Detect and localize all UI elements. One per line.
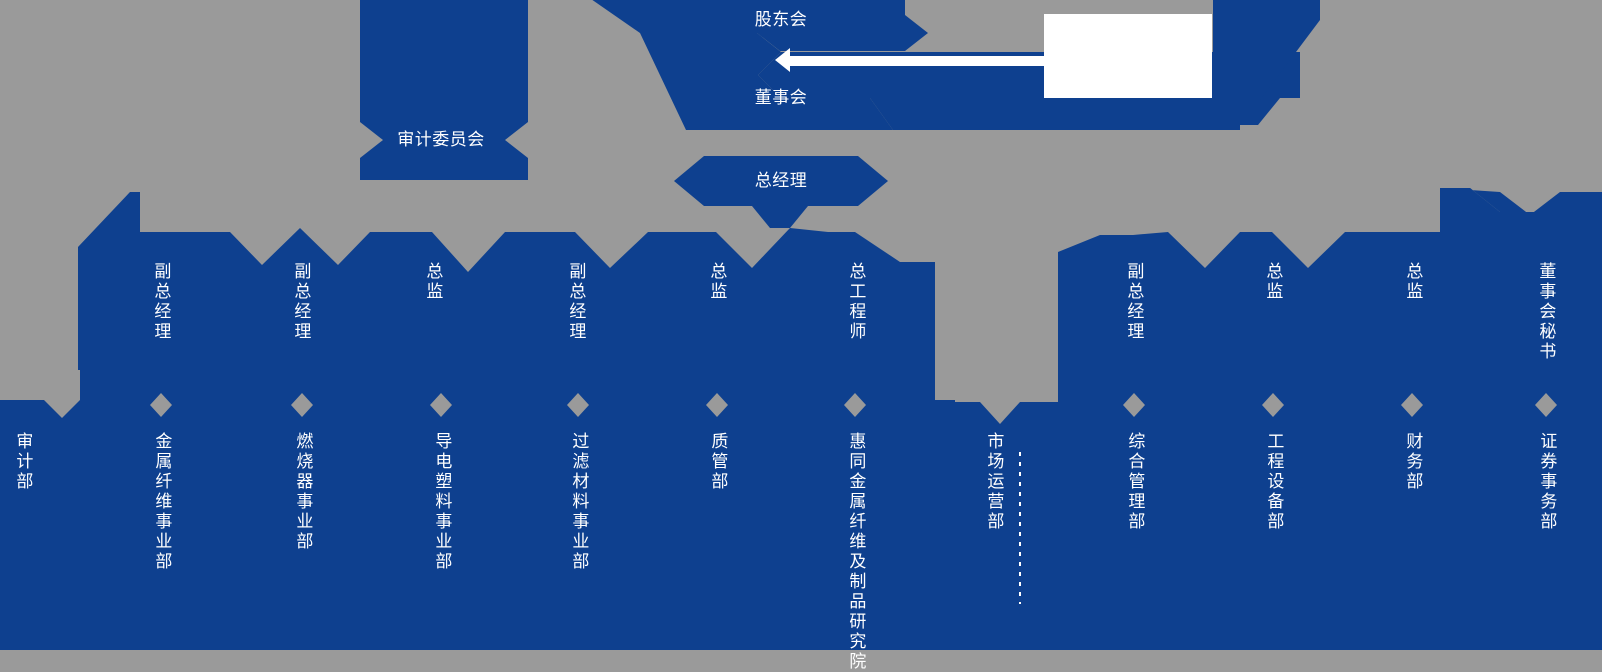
- executive-band-left: [78, 192, 935, 400]
- diamond-burner: [291, 393, 313, 417]
- diamond-admin: [1123, 393, 1145, 417]
- org-chart-shapes: [0, 0, 1602, 650]
- market-ops-gray-column: [955, 250, 1058, 424]
- diamond-quality: [706, 393, 728, 417]
- board-secretary-notch: [1440, 188, 1602, 215]
- diamond-engineering: [1262, 393, 1284, 417]
- diamond-cond-plastic: [430, 393, 452, 417]
- diamond-filter-mat: [567, 393, 589, 417]
- diamond-metal-fiber: [150, 393, 172, 417]
- board-right-wing: [1213, 0, 1320, 100]
- shareholders-meeting-shape[interactable]: [578, 0, 928, 51]
- board-to-box-connector-line: [775, 48, 1050, 72]
- board-left-wedge: [640, 33, 893, 130]
- general-manager-shape[interactable]: [674, 156, 888, 206]
- department-diamonds: [150, 393, 1557, 417]
- audit-committee-shape[interactable]: [360, 0, 528, 180]
- diamond-securities: [1535, 393, 1557, 417]
- diamond-finance: [1401, 393, 1423, 417]
- blank-callout-box[interactable]: [1044, 14, 1212, 98]
- executive-band-right: [1058, 188, 1602, 400]
- department-band: [0, 400, 1602, 650]
- diamond-institute: [844, 393, 866, 417]
- audit-dept-gray-notch: [0, 370, 80, 418]
- gm-to-executives-connector: [752, 206, 808, 228]
